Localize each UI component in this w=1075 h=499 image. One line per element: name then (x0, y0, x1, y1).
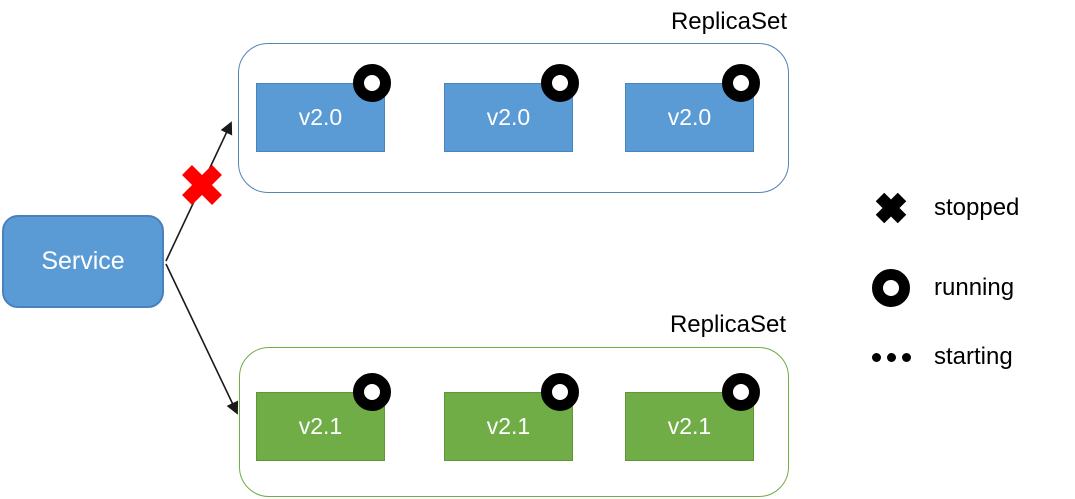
connector-service-to-v20-arrow (165, 121, 233, 262)
dots-icon (866, 352, 916, 362)
stopped-cross-icon (182, 165, 222, 205)
running-ring-icon (353, 64, 391, 102)
ring-icon (866, 269, 916, 307)
legend-label-running: running (934, 274, 1015, 301)
running-ring-icon (541, 373, 579, 411)
service-node: Service (2, 215, 164, 308)
replicaset-v21-label: ReplicaSet (669, 311, 786, 338)
replicaset-v20-label: ReplicaSet (670, 8, 787, 35)
pod-label: v2.1 (298, 413, 343, 439)
pod-label: v2.1 (667, 413, 712, 439)
running-ring-icon (722, 64, 760, 102)
legend-item-running: running (866, 268, 1014, 308)
legend-label-stopped: stopped (934, 194, 1020, 221)
running-ring-icon (541, 64, 579, 102)
legend-label-starting: starting (934, 343, 1013, 370)
pod-label: v2.0 (298, 104, 343, 130)
running-ring-icon (722, 373, 760, 411)
pod-v20-1: v2.0 (256, 83, 385, 152)
running-ring-icon (353, 373, 391, 411)
pod-label: v2.0 (667, 104, 712, 130)
legend-item-stopped: stopped (866, 188, 1019, 228)
service-label: Service (41, 247, 125, 275)
pod-v21-2: v2.1 (444, 392, 573, 461)
pod-label: v2.0 (486, 104, 531, 130)
pod-label: v2.1 (486, 413, 531, 439)
legend-item-starting: starting (866, 337, 1013, 377)
connector-service-to-v21-arrow (165, 263, 239, 415)
cross-icon (866, 189, 916, 227)
